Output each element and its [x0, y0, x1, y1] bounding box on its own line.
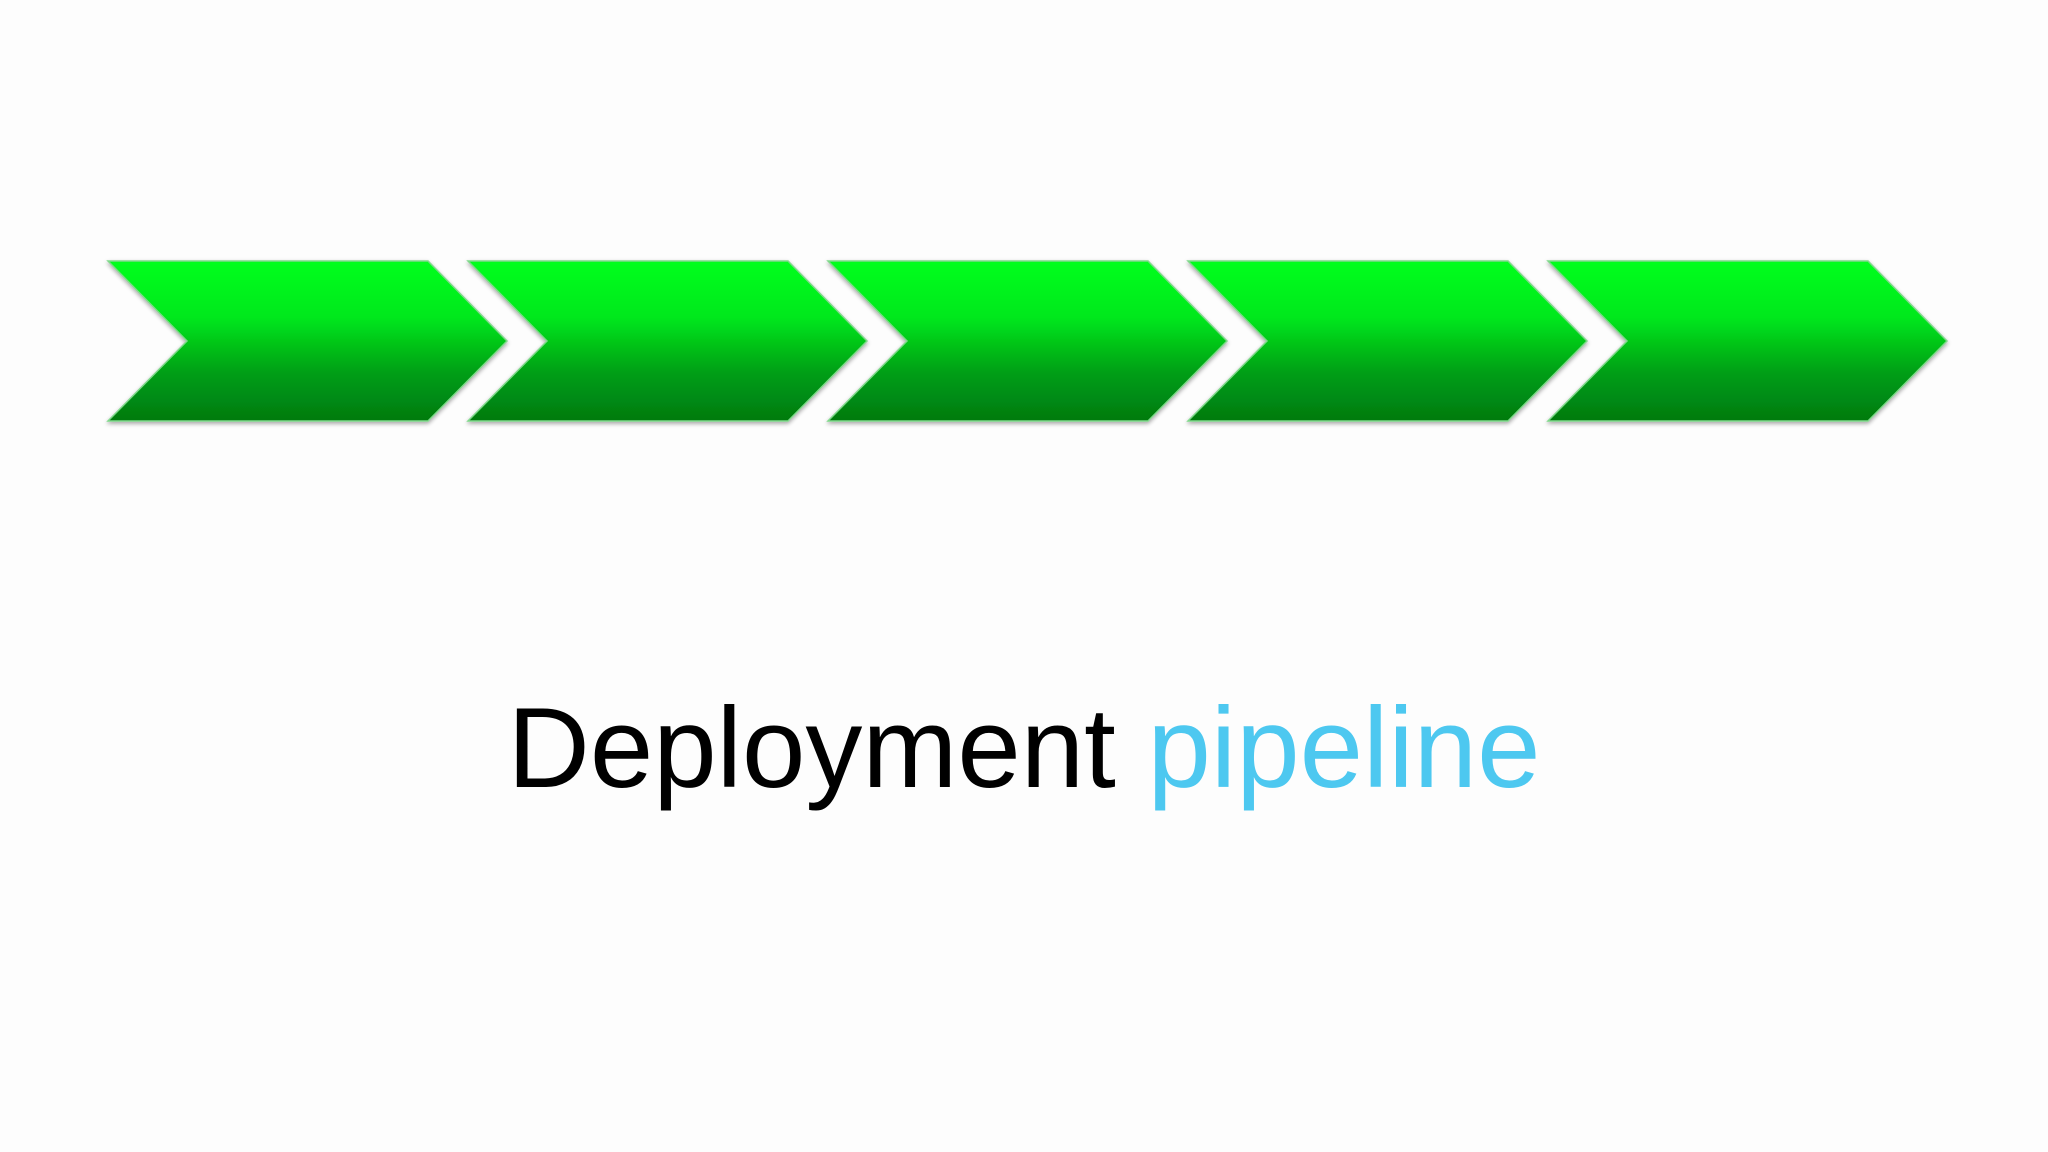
title-word-deployment: Deployment [507, 685, 1116, 812]
chevron-stage-1 [106, 260, 509, 422]
chevron-stage-3 [826, 260, 1229, 422]
chevron-stage-4 [1186, 260, 1589, 422]
chevron-group [106, 260, 1949, 422]
chevron-stage-2 [466, 260, 869, 422]
page-title: Deployment pipeline [0, 692, 2048, 806]
title-word-pipeline: pipeline [1147, 685, 1541, 812]
chevron-stage-5 [1546, 260, 1949, 422]
